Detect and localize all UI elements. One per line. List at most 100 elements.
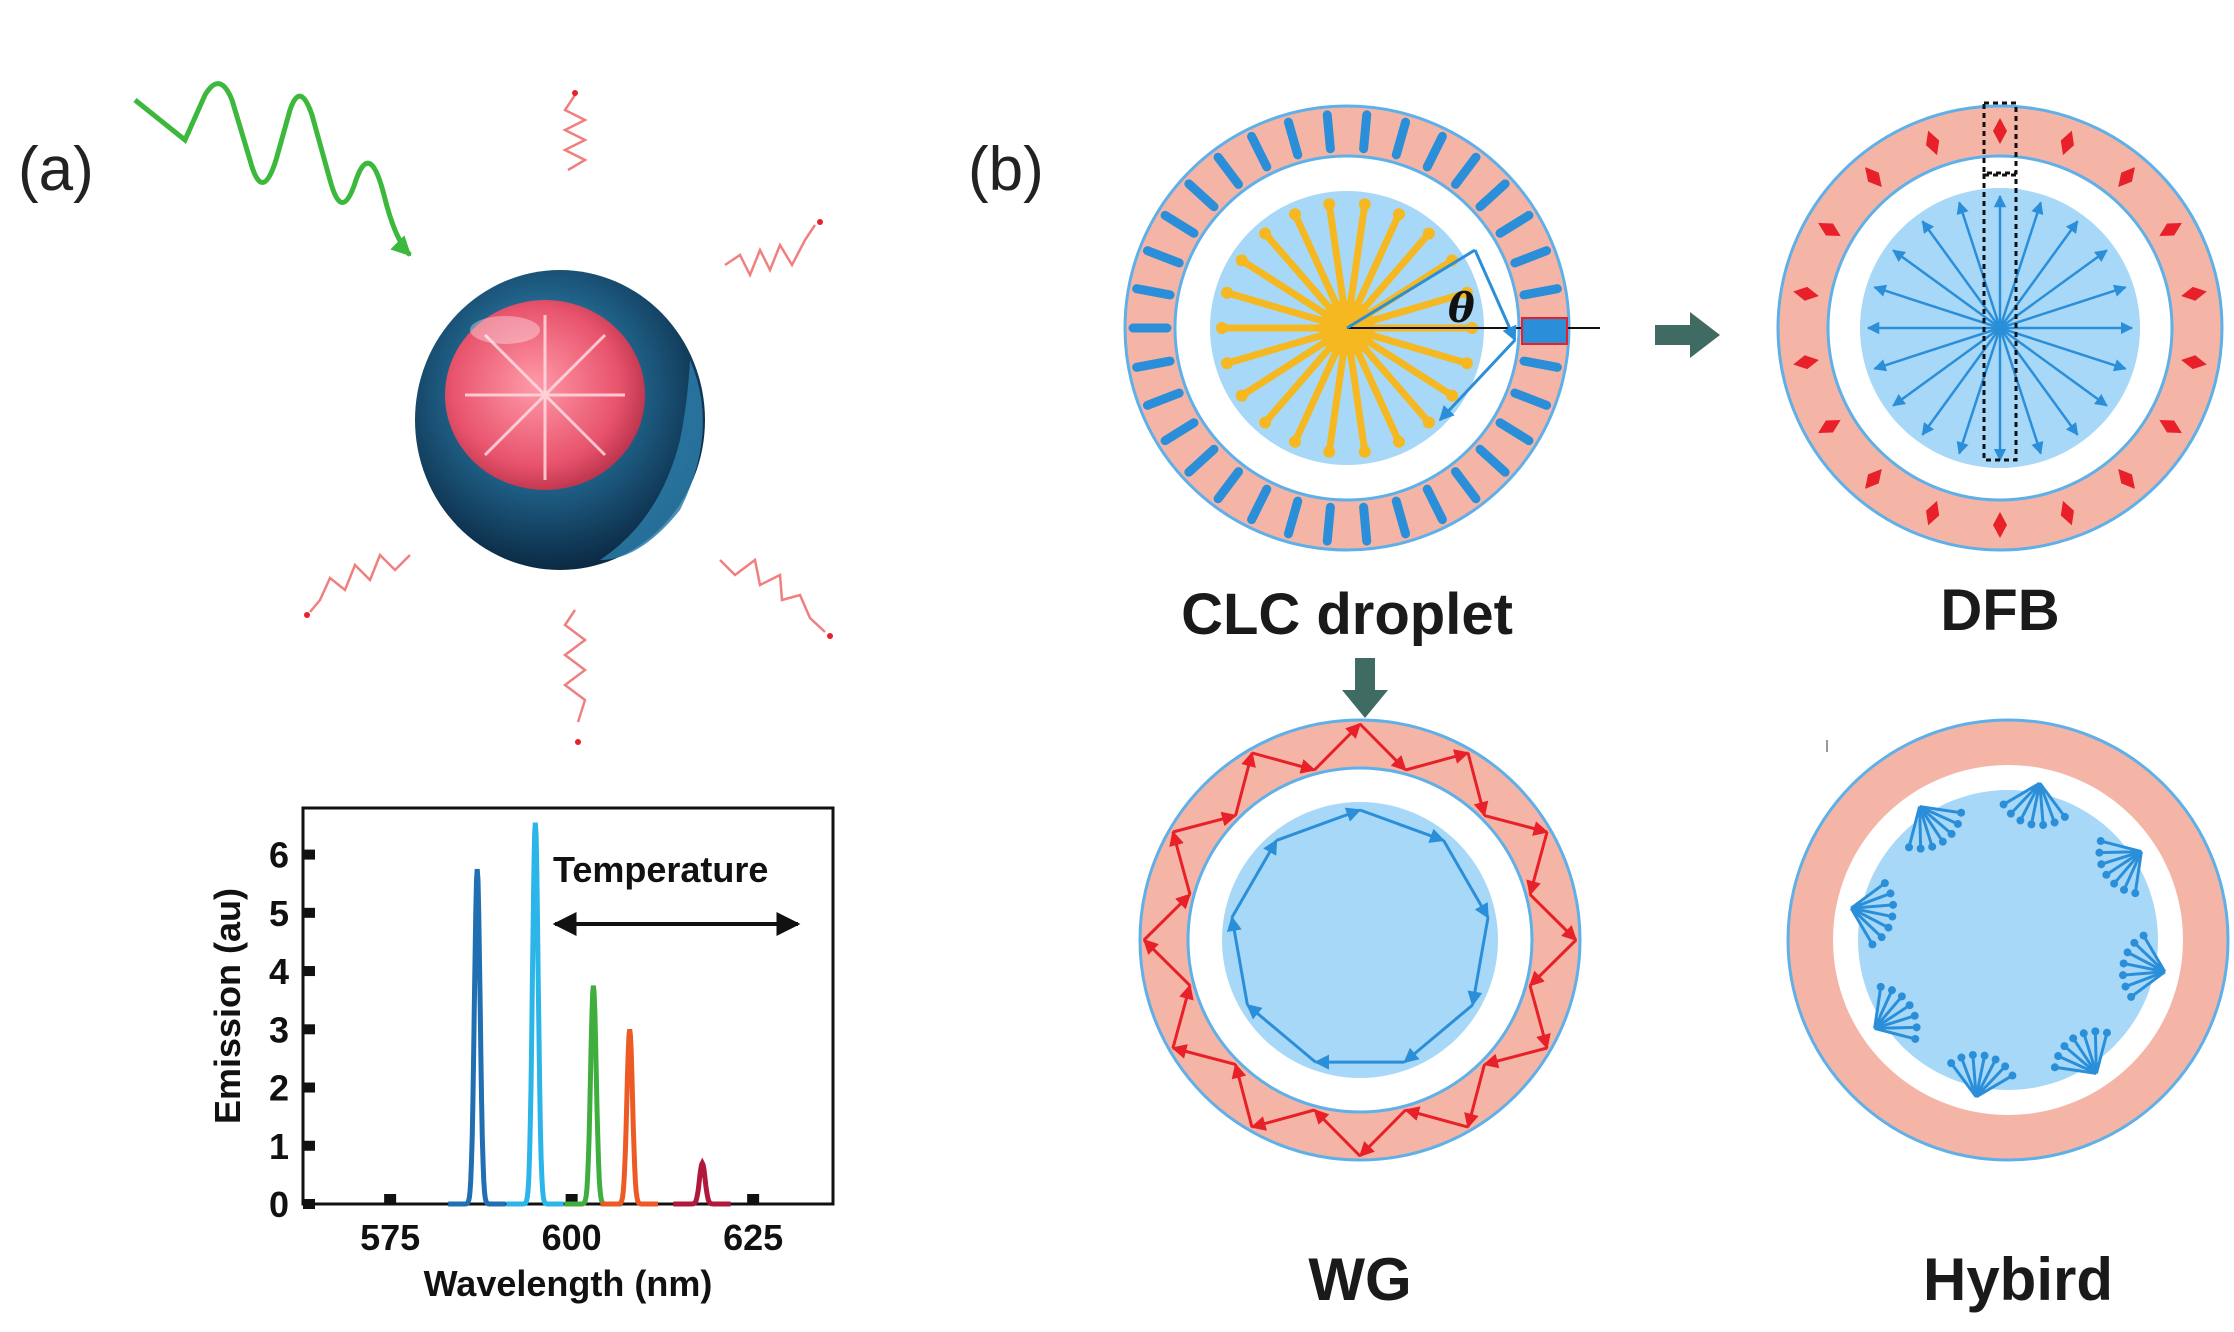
- wg-outer-segment: [1142, 938, 1192, 987]
- ray-tip: [1358, 445, 1371, 458]
- emission-wave-right: [719, 557, 826, 633]
- spectrum-peak: [564, 985, 622, 1207]
- pitch-mark: [1184, 179, 1219, 212]
- fan-tip: [1999, 800, 2008, 809]
- fan-tip: [1947, 1059, 1956, 1068]
- pitch-mark: [1391, 117, 1411, 160]
- fan-ray: [1918, 805, 1945, 843]
- dfb-ray: [1998, 220, 2079, 329]
- wg-inner-segment: [1246, 1003, 1317, 1064]
- x-tick-label: 600: [542, 1217, 602, 1258]
- fan-tip: [2091, 1027, 2100, 1036]
- wg-outer-segment: [1484, 814, 1549, 836]
- pitch-mark: [1519, 356, 1562, 372]
- dfb-ray: [1999, 249, 2108, 330]
- fan-ray: [2124, 970, 2166, 988]
- x-tick-mark: [565, 1194, 578, 1204]
- wg-outer-segment: [1464, 1064, 1486, 1129]
- ray-tip: [1259, 416, 1272, 429]
- fan-ray: [1850, 906, 1893, 919]
- ray-tip: [1235, 254, 1248, 267]
- fan-ray: [2142, 934, 2167, 973]
- fan-tip: [1886, 889, 1895, 898]
- hybrid-fan: [2050, 1027, 2111, 1075]
- fan-ray: [1918, 805, 1953, 836]
- fan-ray: [1919, 805, 1962, 815]
- dfb-dashed-box-center: [1982, 173, 2018, 462]
- wg-outer-segment: [1231, 1063, 1254, 1128]
- transition-arrow-right-icon: [1655, 312, 1720, 358]
- fan-ray: [1975, 1065, 2007, 1098]
- fan-tip: [2050, 818, 2059, 827]
- fan-tip: [2095, 848, 2104, 857]
- wg-outer-segment: [1528, 893, 1578, 942]
- pitch-mark: [1283, 117, 1303, 160]
- y-tick-label: 4: [269, 951, 289, 992]
- dfb-mark: [1926, 130, 1940, 156]
- fan-ray: [1975, 1074, 2014, 1099]
- spectrum-peak: [448, 868, 506, 1207]
- fan-ray: [2082, 1032, 2098, 1074]
- fan-ray: [2105, 850, 2143, 877]
- pitch-mark: [1283, 496, 1303, 539]
- fan-tip: [1968, 1050, 1977, 1059]
- dfb-ray: [1956, 201, 2002, 329]
- fan-ray: [2029, 782, 2042, 825]
- fan-ray: [2130, 970, 2166, 999]
- spectrum-series: [448, 822, 731, 1207]
- fan-ray: [2009, 782, 2041, 815]
- emission-wave-left: [309, 552, 411, 613]
- fan-tip: [2131, 889, 2140, 898]
- fan-tip: [2097, 860, 2106, 869]
- fan-tip: [1957, 808, 1966, 817]
- wg-outer-segment: [1251, 751, 1316, 774]
- dfb-mark: [2181, 286, 2207, 301]
- fan-ray: [1850, 892, 1892, 910]
- fan-ray: [1907, 806, 1922, 848]
- fan-tip: [2139, 931, 2148, 940]
- pitch-mark: [1475, 179, 1510, 212]
- ray-tip: [1446, 389, 1459, 402]
- spectrum-peak: [673, 1157, 731, 1207]
- hybrid-diagram: [1786, 718, 2230, 1162]
- pitch-mark: [1142, 388, 1184, 410]
- wg-inner-segment: [1403, 1003, 1474, 1064]
- y-tick-mark: [303, 907, 315, 918]
- wg-outer-segment: [1313, 1108, 1362, 1158]
- fan-tip: [1916, 844, 1925, 853]
- wg-outer-segment: [1466, 752, 1489, 817]
- dfb-shell-marks: [1793, 118, 2207, 538]
- panel-a: (a): [18, 81, 835, 1304]
- y-tick-mark: [303, 849, 315, 860]
- wg-outer-segment: [1234, 751, 1256, 816]
- dfb-mark: [1818, 223, 1841, 236]
- wg-inner-segment: [1467, 917, 1490, 1007]
- fan-ray: [1918, 805, 1959, 826]
- emission-wave-top: [562, 94, 588, 172]
- fan-tip: [2123, 948, 2132, 957]
- dfb-mark: [2159, 223, 2182, 236]
- wg-inner-segment: [1275, 807, 1362, 842]
- fan-tip: [1887, 986, 1896, 995]
- pitch-mark: [1213, 152, 1244, 189]
- fan-tip: [2127, 992, 2136, 1001]
- fan-tip: [2069, 1034, 2078, 1043]
- dfb-ray: [1892, 326, 2001, 407]
- pitch-mark: [1422, 131, 1447, 172]
- pitch-mark: [1132, 284, 1175, 300]
- wg-outer-segment: [1483, 1046, 1548, 1069]
- fan-ray: [1850, 907, 1883, 939]
- ray-tip: [1289, 435, 1302, 448]
- clc-droplet-diagram: θ: [1123, 104, 1600, 552]
- fan-ray: [2094, 1032, 2109, 1074]
- pitch-mark: [1450, 467, 1481, 504]
- fan-tip: [1938, 837, 1947, 846]
- fan-ray: [2019, 782, 2042, 822]
- caption-hybrid: Hybird: [1923, 1246, 2113, 1313]
- dfb-mark: [2060, 500, 2074, 526]
- y-tick-mark: [303, 1024, 315, 1035]
- y-tick-mark: [303, 1140, 315, 1151]
- caption-wg: WG: [1308, 1246, 1411, 1313]
